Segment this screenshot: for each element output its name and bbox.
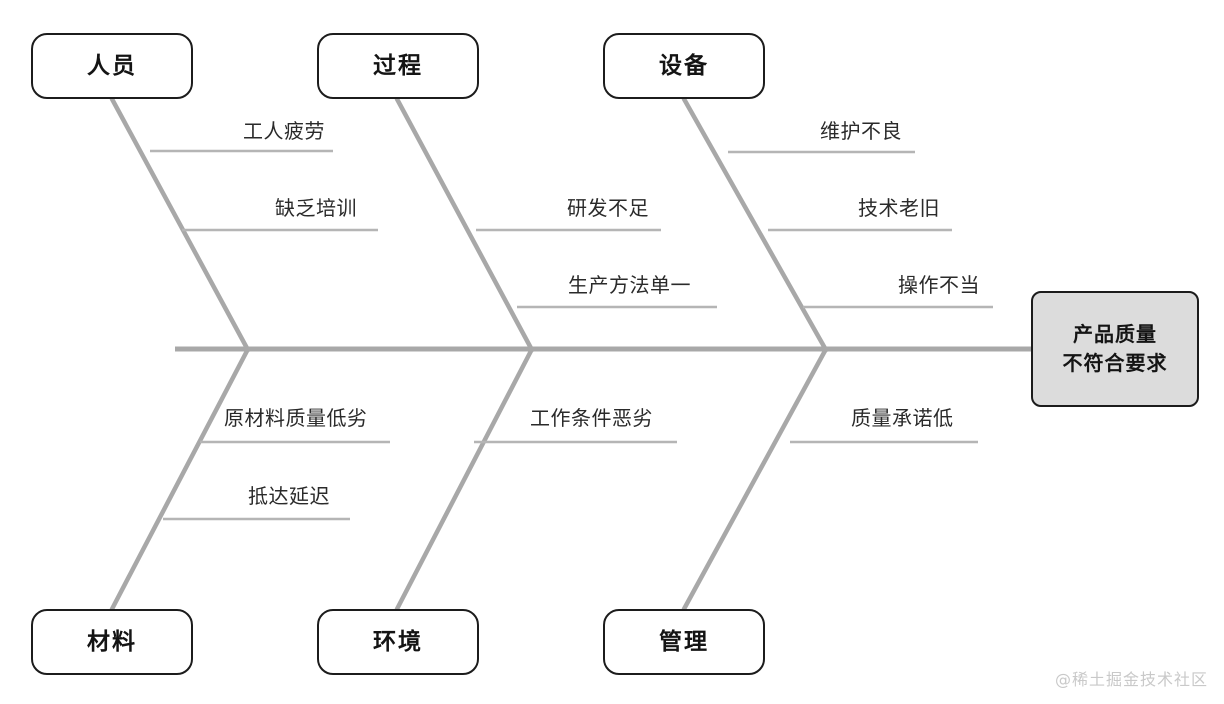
cause-label-environment-1[interactable]: 工作条件恶劣 <box>530 408 653 428</box>
cause-text: 工人疲劳 <box>243 119 325 143</box>
category-box-management[interactable]: 管理 <box>603 609 765 675</box>
cause-text: 操作不当 <box>898 273 980 297</box>
bone-management <box>681 346 829 612</box>
category-box-equipment[interactable]: 设备 <box>603 33 765 99</box>
bone-equipment <box>681 96 829 353</box>
cause-label-management-1[interactable]: 质量承诺低 <box>851 408 954 428</box>
cause-text: 技术老旧 <box>858 196 940 220</box>
effect-head-box[interactable]: 产品质量 不符合要求 <box>1031 291 1199 407</box>
bone-environment <box>394 346 535 612</box>
bone-material <box>109 346 251 612</box>
category-box-people[interactable]: 人员 <box>31 33 193 99</box>
cause-label-material-2[interactable]: 抵达延迟 <box>248 486 330 506</box>
cause-text: 缺乏培训 <box>275 196 357 220</box>
bone-people <box>109 96 251 353</box>
cause-text: 原材料质量低劣 <box>224 406 368 430</box>
cause-label-equipment-2[interactable]: 技术老旧 <box>858 198 940 218</box>
category-label-material: 材料 <box>87 628 137 655</box>
category-box-process[interactable]: 过程 <box>317 33 479 99</box>
cause-label-people-2[interactable]: 缺乏培训 <box>275 198 357 218</box>
cause-text: 质量承诺低 <box>851 406 954 430</box>
category-box-environment[interactable]: 环境 <box>317 609 479 675</box>
cause-label-equipment-1[interactable]: 维护不良 <box>820 121 902 141</box>
cause-text: 生产方法单一 <box>568 273 691 297</box>
cause-label-process-1[interactable]: 研发不足 <box>567 198 649 218</box>
effect-title-line-1: 产品质量 <box>1073 322 1157 346</box>
cause-label-people-1[interactable]: 工人疲劳 <box>243 121 325 141</box>
cause-text: 研发不足 <box>567 196 649 220</box>
category-label-process: 过程 <box>373 52 423 79</box>
category-label-environment: 环境 <box>373 628 423 655</box>
category-label-people: 人员 <box>87 52 137 79</box>
category-box-material[interactable]: 材料 <box>31 609 193 675</box>
cause-label-material-1[interactable]: 原材料质量低劣 <box>224 408 368 428</box>
cause-text: 维护不良 <box>820 119 902 143</box>
effect-title-line-2: 不符合要求 <box>1062 351 1168 375</box>
cause-text: 工作条件恶劣 <box>530 406 653 430</box>
cause-label-process-2[interactable]: 生产方法单一 <box>568 275 691 295</box>
category-label-equipment: 设备 <box>659 52 709 79</box>
cause-label-equipment-3[interactable]: 操作不当 <box>898 275 980 295</box>
bone-process <box>394 96 535 353</box>
cause-text: 抵达延迟 <box>248 484 330 508</box>
category-label-management: 管理 <box>659 628 709 655</box>
